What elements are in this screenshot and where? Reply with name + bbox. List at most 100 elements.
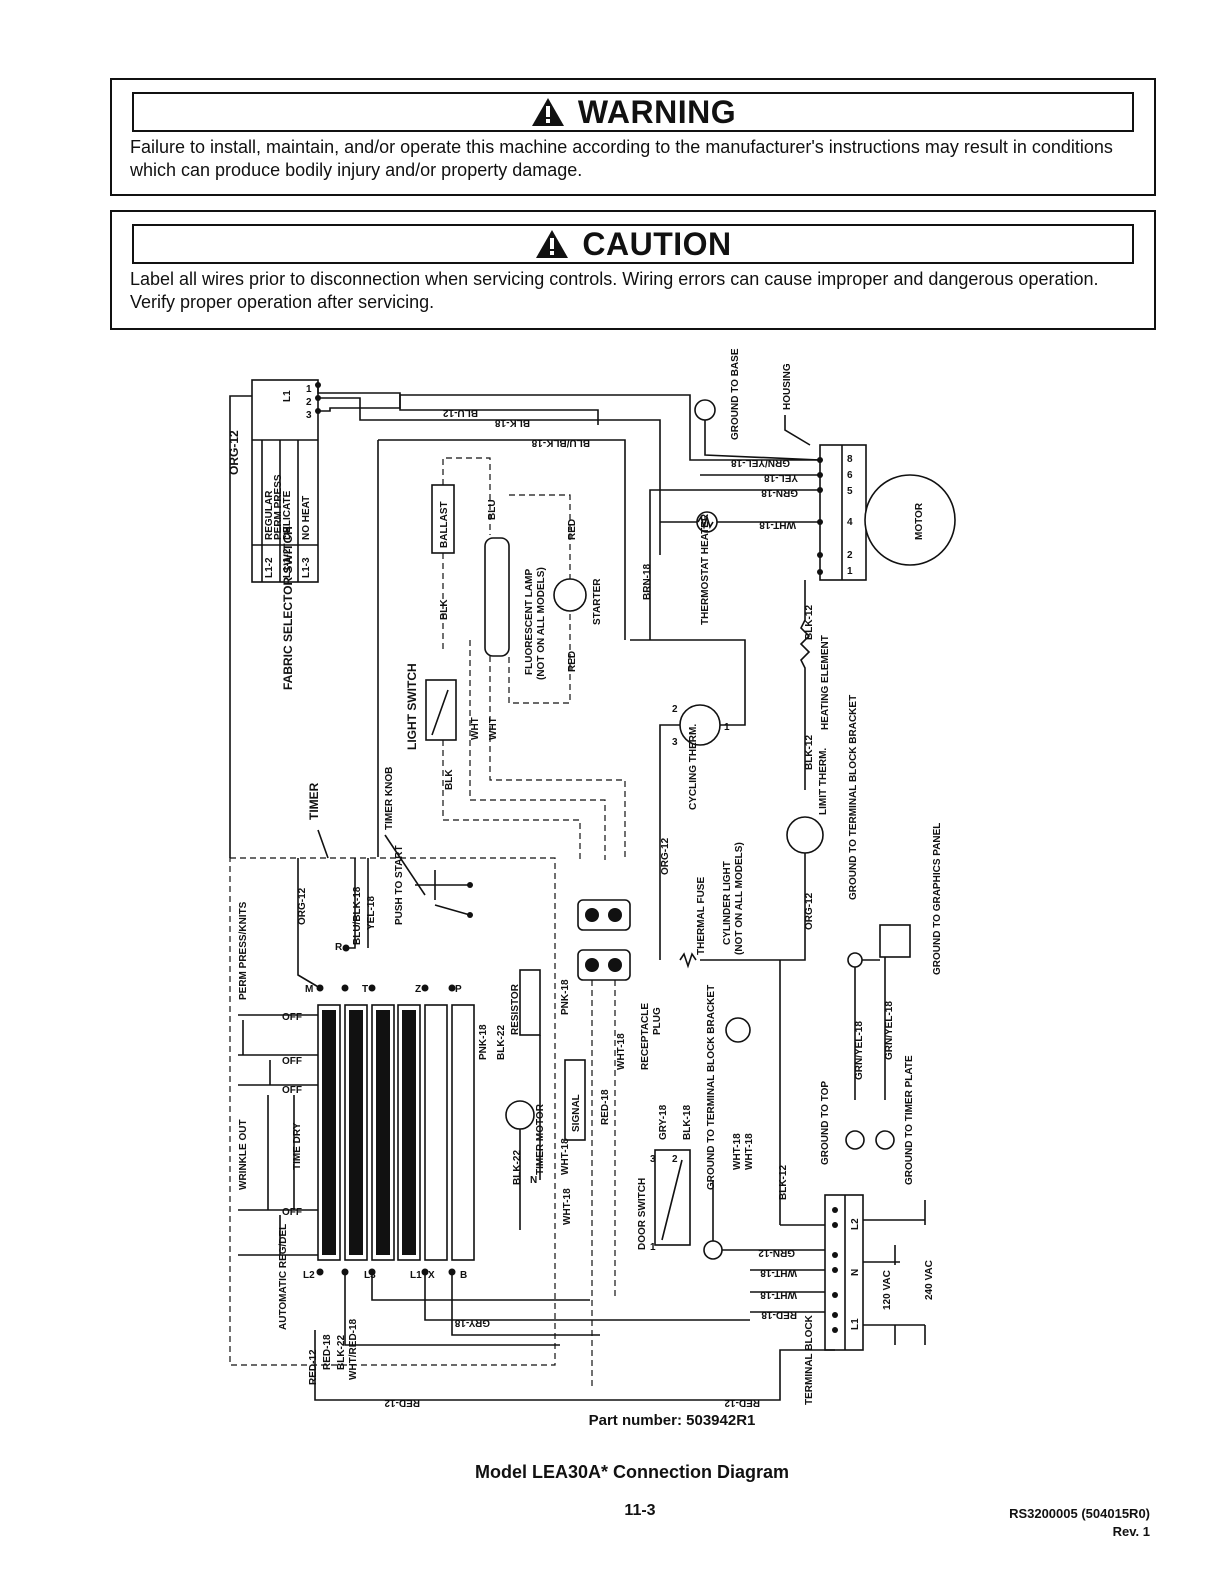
wire-wht18-lower-a: WHT-18 bbox=[732, 1133, 743, 1170]
heating-element-label: HEATING ELEMENT bbox=[820, 635, 831, 730]
fabric-setting-delicate: DELICATE bbox=[282, 490, 293, 540]
ground-base-lug bbox=[694, 399, 716, 421]
fabric-terminal-2: 2 bbox=[306, 397, 312, 408]
cycling-therm-label: CYCLING THERM. bbox=[688, 724, 699, 810]
timer-term-l2: L2 bbox=[303, 1270, 315, 1281]
timer-cam-contacts bbox=[238, 1004, 475, 1261]
motor-assembly: MOTOR 8 6 5 4 2 1 HOUSING GROUND TO BASE… bbox=[642, 348, 956, 961]
cylinder-light-label: CYLINDER LIGHT bbox=[722, 861, 733, 945]
wire-blk22-a: BLK-22 bbox=[496, 1025, 507, 1060]
fabric-setting-regular: REGULAR bbox=[264, 490, 275, 540]
timer-off-3: OFF bbox=[282, 1085, 302, 1096]
part-number: Part number: 503942R1 bbox=[588, 1412, 756, 1429]
fabric-setting-noheat: NO HEAT bbox=[301, 496, 312, 540]
wire-pnk18-b: PNK-18 bbox=[560, 979, 571, 1015]
fabric-terminal-1: 1 bbox=[306, 384, 312, 395]
ground-base-label: GROUND TO BASE bbox=[730, 348, 741, 440]
timer-term-x: X bbox=[428, 1270, 435, 1281]
ground-top-label: GROUND TO TOP bbox=[820, 1081, 831, 1165]
cycling-thermostat: 2 3 1 CYCLING THERM. ORG-12 bbox=[630, 639, 746, 960]
fluorescent-label: FLUORESCENT LAMP bbox=[524, 569, 535, 675]
limit-thermostat bbox=[786, 816, 824, 854]
warning-title: WARNING bbox=[577, 93, 737, 130]
thermal-fuse-label: THERMAL FUSE bbox=[696, 877, 707, 955]
wire-yel18-timer: YEL-18 bbox=[366, 896, 377, 930]
timer-off-1: OFF bbox=[282, 1012, 302, 1023]
wire-org12-cycling: ORG-12 bbox=[660, 837, 671, 875]
fluorescent-note: (NOT ON ALL MODELS) bbox=[536, 567, 547, 680]
timer-motor bbox=[505, 1100, 535, 1130]
caution-triangle-icon bbox=[536, 230, 569, 258]
light-switch bbox=[425, 679, 457, 741]
fluorescent-lamp bbox=[484, 537, 510, 657]
receptacle bbox=[577, 899, 631, 931]
voltage-120: 120 VAC bbox=[882, 1270, 893, 1310]
doc-id: RS3200005 (504015R0) bbox=[1009, 1506, 1150, 1521]
timer-label: TIMER bbox=[307, 782, 321, 820]
timer-motor-pin-n: N bbox=[530, 1175, 537, 1186]
ballast-label: BALLAST bbox=[439, 501, 450, 548]
wire-blk12-heater-bottom: BLK-12 bbox=[804, 735, 815, 770]
wire-red18-timer: RED-18 bbox=[322, 1334, 333, 1370]
wire-yel18-motor: YEL-18 bbox=[764, 472, 798, 483]
wire-pnk18-a: PNK-18 bbox=[478, 1024, 489, 1060]
tb-terminal-n: N bbox=[850, 1269, 861, 1276]
wire-blu12-top: BLU-12 bbox=[443, 407, 478, 418]
door-pin-1: 1 bbox=[650, 1242, 656, 1253]
ground-top-lug bbox=[845, 1130, 865, 1150]
thermostat-heater bbox=[696, 511, 718, 533]
ground-graphics-label: GROUND TO GRAPHICS PANEL bbox=[932, 823, 943, 975]
fabric-contact-4: L1-3 bbox=[301, 557, 312, 578]
wire-wht18-timer-b: WHT-18 bbox=[562, 1188, 573, 1225]
wire-blk-ballast: BLK bbox=[439, 599, 450, 620]
wire-whtred18-timer: WHT/RED-18 bbox=[348, 1318, 359, 1380]
signal-label: SIGNAL bbox=[571, 1094, 582, 1132]
door-pin-3: 3 bbox=[650, 1154, 656, 1165]
fabric-contact-1: L1-2 bbox=[264, 557, 275, 578]
timer-term-r: R bbox=[335, 942, 343, 953]
wire-brn18: BRN-18 bbox=[642, 563, 653, 600]
motor-label: MOTOR bbox=[914, 502, 925, 540]
timer-term-p: P bbox=[455, 984, 462, 995]
motor-pin-6: 6 bbox=[847, 470, 853, 481]
wire-grnyel18-b: GRN/YEL-18 bbox=[884, 1001, 895, 1060]
wire-grn12-tb: GRN-12 bbox=[758, 1247, 795, 1258]
fabric-terminal-3: 3 bbox=[306, 410, 312, 421]
thermostat-heater-label: THERMOSTAT HEATER bbox=[700, 513, 711, 625]
wire-wht18-lower-b: WHT-18 bbox=[744, 1133, 755, 1170]
wire-blk22-timer: BLK-22 bbox=[336, 1335, 347, 1370]
lighting-circuit: BALLAST BLU BLK FLUORESCENT LAMP (NOT ON… bbox=[405, 457, 626, 860]
motor-pin-1: 1 bbox=[847, 566, 853, 577]
cycle-wrinkle-out: WRINKLE OUT bbox=[238, 1119, 249, 1190]
wire-wht18-tb-b: WHT-18 bbox=[760, 1289, 797, 1300]
wire-gry18-timer: GRY-18 bbox=[454, 1317, 490, 1328]
timer-term-z: Z bbox=[415, 984, 421, 995]
wire-red12-timer: RED-12 bbox=[308, 1349, 319, 1385]
wire-blu: BLU bbox=[487, 499, 498, 520]
motor-terminal-block bbox=[819, 444, 867, 581]
timer-term-m: M bbox=[305, 984, 313, 995]
fabric-selector-label: FABRIC SELECTOR SWITCH bbox=[281, 526, 295, 690]
wire-org12-limit: ORG-12 bbox=[804, 892, 815, 930]
cycling-pin-1: 1 bbox=[724, 722, 730, 733]
starter-label: STARTER bbox=[592, 578, 603, 625]
timer-knob-label: TIMER KNOB bbox=[384, 767, 395, 830]
resistor bbox=[519, 969, 541, 1036]
fabric-selector-switch: L1-2 L1-1-2 L1-3 REGULAR PERM PRESS DELI… bbox=[251, 379, 321, 690]
wire-red-upper: RED bbox=[567, 519, 578, 540]
plug bbox=[577, 949, 631, 981]
timer-term-l3: L3 bbox=[364, 1270, 376, 1281]
timer-term-b: B bbox=[460, 1270, 467, 1281]
plug-label: PLUG bbox=[652, 1007, 663, 1035]
wire-wht-b: WHT bbox=[488, 717, 499, 740]
document-number: RS3200005 (504015R0) Rev. 1 bbox=[1009, 1505, 1150, 1541]
motor-pin-8: 8 bbox=[847, 454, 853, 465]
fabric-terminal-l1: L1 bbox=[282, 390, 293, 402]
ground-tb-lug bbox=[847, 952, 863, 968]
wire-blk18-top: BLK-18 bbox=[495, 417, 530, 428]
connection-diagram: L1-2 L1-1-2 L1-3 REGULAR PERM PRESS DELI… bbox=[227, 348, 956, 1408]
motor bbox=[864, 474, 956, 566]
warning-triangle-icon bbox=[531, 98, 564, 126]
thermal-fuse bbox=[679, 952, 697, 969]
terminal-block-label: TERMINAL BLOCK bbox=[804, 1314, 815, 1405]
